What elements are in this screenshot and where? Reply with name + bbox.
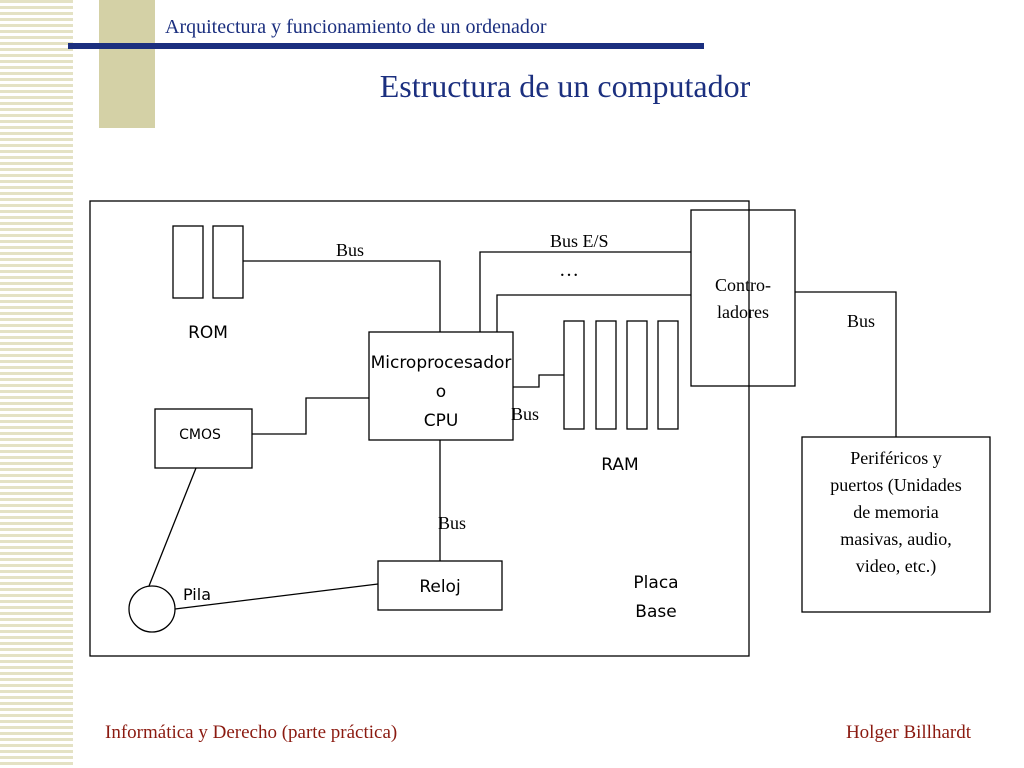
slide-subject: Arquitectura y funcionamiento de un orde… [165, 16, 547, 38]
bus-es-label: Bus E/S [550, 231, 609, 251]
rom-chip-2 [212, 225, 244, 299]
peripherals-label-line5: video, etc.) [856, 556, 936, 577]
cmos-battery-line [148, 467, 197, 587]
cmos-label: CMOS [179, 427, 221, 443]
footer-course: Informática y Derecho (parte práctica) [105, 722, 398, 743]
cmos-cpu-line [252, 397, 369, 435]
decorative-square [99, 0, 155, 128]
peripherals-label-line3: de memoria [853, 502, 938, 522]
reloj-label: Reloj [419, 577, 460, 597]
cpu-box [368, 331, 514, 441]
decorative-stripe-band [0, 0, 73, 768]
bus-es-line-1 [479, 251, 691, 332]
ram-module-4 [657, 320, 679, 430]
rom-chip-1 [172, 225, 204, 299]
bus-peripherals-label: Bus [847, 311, 875, 331]
cpu-label-line1: Microprocesador [371, 353, 512, 373]
ram-module-2 [595, 320, 617, 430]
ram-module-3 [626, 320, 648, 430]
cpu-label-line3: CPU [424, 411, 459, 431]
header-rule [68, 43, 704, 49]
footer-author: Holger Billhardt [845, 722, 971, 743]
bus-rom-label: Bus [336, 240, 364, 260]
pila-label: Pila [183, 585, 211, 604]
bus-es-ellipsis: … [559, 259, 579, 281]
cpu-label-line2: o [436, 382, 446, 402]
peripherals-label-line4: masivas, audio, [840, 529, 951, 549]
peripherals-label-line2: puertos (Unidades [830, 475, 961, 496]
battery-reloj-line [174, 583, 379, 610]
ram-label: RAM [601, 455, 638, 475]
controllers-label-line2: ladores [717, 302, 769, 322]
peripherals-label-line1: Periféricos y [850, 448, 941, 468]
ram-module-1 [563, 320, 585, 430]
bus-es-line-2 [496, 294, 691, 332]
rom-label: ROM [188, 323, 228, 343]
motherboard-box [89, 200, 750, 657]
cmos-box [154, 408, 253, 469]
placa-base-label-line2: Base [635, 602, 676, 622]
bus-peripherals-line [795, 291, 897, 437]
controllers-box [690, 209, 796, 387]
placa-base-label-line1: Placa [633, 573, 678, 593]
bus-ram-label: Bus [511, 404, 539, 424]
bus-rom-line [243, 260, 441, 332]
slide-title: Estructura de un computador [379, 68, 751, 104]
bus-reloj-label: Bus [438, 513, 466, 533]
bus-ram-line [513, 374, 564, 388]
battery-circle [128, 585, 176, 633]
controllers-label-line1: Contro- [715, 275, 771, 295]
